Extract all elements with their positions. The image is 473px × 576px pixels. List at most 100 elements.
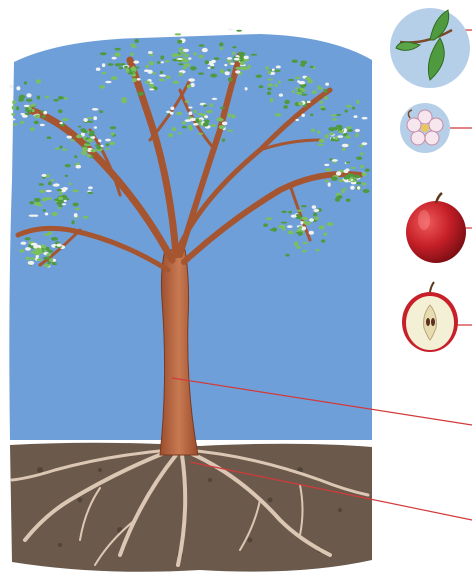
foliage-dot [296, 92, 303, 95]
foliage-dot [335, 197, 340, 201]
foliage-dot [183, 63, 190, 67]
foliage-dot [102, 63, 105, 67]
foliage-dot [332, 159, 338, 162]
foliage-dot [185, 100, 189, 102]
foliage-dot [197, 113, 203, 116]
foliage-dot [37, 259, 43, 262]
foliage-dot [356, 157, 362, 160]
foliage-dot [65, 164, 71, 167]
foliage-dot [227, 69, 230, 72]
foliage-dot [42, 247, 45, 249]
foliage-dot [314, 217, 319, 221]
foliage-dot [199, 119, 202, 121]
foliage-dot [109, 142, 115, 146]
foliage-dot [354, 175, 361, 179]
foliage-dot [265, 66, 268, 70]
foliage-dot [18, 98, 24, 102]
foliage-dot [362, 173, 367, 177]
foliage-dot [345, 110, 348, 113]
foliage-dot [305, 77, 311, 80]
foliage-dot [99, 85, 105, 89]
foliage-dot [189, 111, 193, 115]
foliage-dot [132, 78, 137, 82]
foliage-dot [25, 237, 31, 240]
foliage-dot [38, 183, 44, 186]
foliage-dot [19, 249, 24, 252]
foliage-dot [324, 96, 328, 100]
foliage-dot [89, 133, 95, 136]
foliage-dot [232, 46, 236, 48]
foliage-dot [362, 182, 367, 185]
foliage-dot [298, 102, 303, 106]
foliage-dot [170, 112, 174, 115]
foliage-dot [47, 136, 52, 139]
foliage-dot [256, 75, 262, 78]
foliage-dot [184, 54, 189, 58]
foliage-dot [106, 148, 110, 150]
foliage-dot [238, 52, 245, 56]
foliage-dot [323, 233, 327, 236]
foliage-dot [175, 33, 182, 35]
foliage-dot [212, 98, 218, 100]
foliage-dot [206, 110, 212, 113]
foliage-dot [51, 237, 58, 241]
foliage-dot [133, 61, 139, 64]
foliage-dot [120, 63, 125, 65]
foliage-dot [299, 81, 306, 85]
foliage-dot [312, 90, 317, 94]
foliage-dot [145, 81, 151, 84]
foliage-dot [211, 60, 216, 63]
foliage-dot [177, 58, 183, 60]
foliage-dot [147, 70, 152, 74]
foliage-dot [214, 57, 220, 60]
foliage-dot [345, 135, 351, 138]
foliage-dot [278, 225, 285, 229]
foliage-dot [296, 214, 300, 217]
foliage-dot [108, 63, 114, 66]
foliage-dot [16, 86, 20, 90]
foliage-dot [48, 181, 52, 185]
foliage-dot [159, 79, 165, 82]
foliage-dot [182, 126, 187, 129]
foliage-dot [292, 60, 298, 63]
foliage-dot [131, 67, 137, 71]
foliage-dot [328, 182, 331, 186]
foliage-dot [219, 42, 223, 46]
foliage-dot [327, 222, 334, 226]
foliage-dot [295, 119, 299, 121]
foliage-dot [355, 133, 359, 137]
foliage-dot [56, 202, 62, 206]
foliage-dot [245, 87, 248, 90]
foliage-dot [288, 232, 294, 234]
foliage-dot [204, 119, 209, 123]
foliage-dot [323, 89, 327, 93]
foliage-dot [228, 28, 233, 30]
foliage-dot [26, 257, 30, 261]
foliage-dot [210, 74, 217, 78]
foliage-dot [236, 30, 242, 32]
foliage-dot [29, 201, 34, 204]
foliage-dot [94, 126, 97, 129]
foliage-dot [24, 105, 30, 107]
foliage-dot [57, 189, 62, 191]
foliage-dot [149, 61, 154, 65]
foliage-dot [71, 220, 74, 224]
foliage-dot [203, 104, 207, 106]
foliage-dot [39, 204, 43, 207]
foliage-dot [64, 97, 67, 100]
foliage-dot [193, 123, 199, 126]
foliage-dot [46, 247, 50, 251]
foliage-dot [276, 66, 281, 69]
foliage-dot [43, 257, 50, 260]
foliage-dot [266, 217, 272, 220]
foliage-dot [62, 118, 69, 121]
foliage-dot [297, 210, 304, 212]
blossom-icon [400, 103, 450, 153]
foliage-dot [268, 83, 274, 86]
foliage-dot [331, 137, 334, 141]
foliage-dot [251, 54, 258, 56]
foliage-dot [346, 126, 351, 129]
foliage-dot [185, 119, 192, 122]
foliage-dot [324, 164, 329, 166]
foliage-dot [317, 131, 320, 134]
